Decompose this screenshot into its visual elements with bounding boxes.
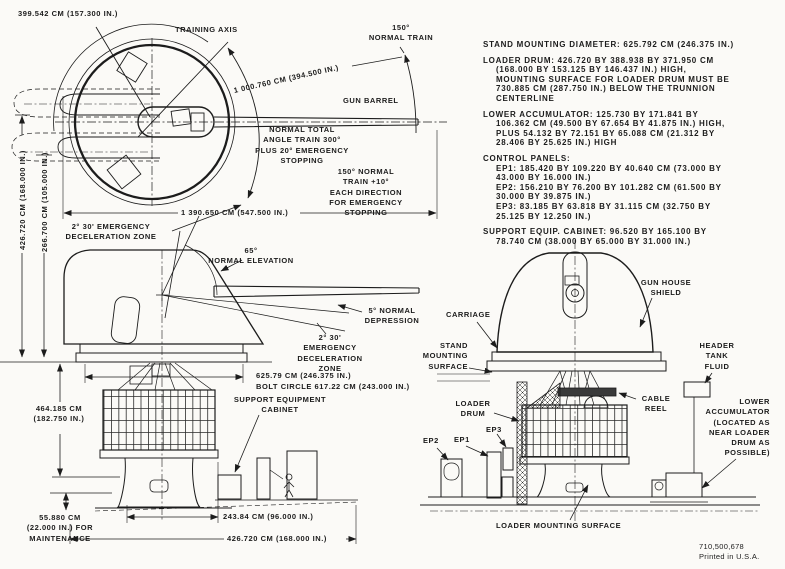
note-decel-zone-elevation: 2° 30' EMERGENCY DECELERATION ZONE <box>297 333 363 373</box>
spec-stand-mounting-diameter: STAND MOUNTING DIAMETER: 625.792 CM (246… <box>483 40 734 49</box>
dim-label-overall-width: 426.720 CM (168.000 IN.) <box>227 534 327 543</box>
dim-label-overall-length: 1 390.650 CM (547.500 IN.) <box>181 208 289 217</box>
callout-lower-accumulator: LOWER ACCUMULATOR (LOCATED AS NEAR LOADE… <box>705 397 770 458</box>
callout-ep1: EP1 <box>454 435 470 444</box>
note-normal-total-train: NORMAL TOTAL ANGLE TRAIN 300° PLUS 20° E… <box>255 125 349 165</box>
side-dimension-lines <box>50 363 357 544</box>
spec-support-equip-cabinet: SUPPORT EQUIP. CABINET: 96.520 BY 165.10… <box>483 227 707 246</box>
callout-gun-barrel: GUN BARREL <box>343 96 399 105</box>
printed-in-usa: Printed in U.S.A. <box>699 551 760 561</box>
note-train-emergency: 150° NORMAL TRAIN +10° EACH DIRECTION FO… <box>329 167 403 218</box>
callout-normal-elevation: 65° NORMAL ELEVATION <box>208 246 294 266</box>
dim-label-maintenance: 55.880 CM (22.000 IN.) FOR MAINTENANCE <box>26 513 94 543</box>
side-view-drawing <box>0 215 420 522</box>
callout-header-tank-fluid: HEADER TANK FLUID <box>699 341 735 371</box>
dim-label-stand-diameter: 625.79 CM (246.375 IN.) <box>256 371 352 380</box>
callout-loader-drum: LOADER DRUM <box>455 399 491 419</box>
spec-loader-drum: LOADER DRUM: 426.720 BY 388.938 BY 371.9… <box>483 55 730 103</box>
right-view-drawing <box>420 240 760 524</box>
callout-gun-house-shield: GUN HOUSE SHIELD <box>640 278 692 298</box>
callout-cable-reel: CABLE REEL <box>641 394 671 414</box>
spec-control-panels: CONTROL PANELS: EP1: 185.420 BY 109.220 … <box>483 153 722 221</box>
callout-ep2: EP2 <box>423 436 439 445</box>
callout-ep3: EP3 <box>486 425 502 434</box>
part-number: 710,500,678 <box>699 542 745 551</box>
plan-dimension-lines <box>15 96 438 358</box>
callout-carriage: CARRIAGE <box>446 310 491 319</box>
dim-label-height-total: 426.720 CM (168.000 IN.) <box>18 150 27 250</box>
callout-normal-train-150: 150° NORMAL TRAIN <box>368 23 434 43</box>
dim-label-height-trunnion: 266.700 CM (105.000 IN.) <box>40 152 49 252</box>
callout-loader-mounting-surface: LOADER MOUNTING SURFACE <box>496 521 622 530</box>
dim-label-base-width: 243.84 CM (96.000 IN.) <box>223 512 314 521</box>
spec-text-block: STAND MOUNTING DIAMETER: 625.792 CM (246… <box>483 40 785 252</box>
callout-stand-mounting-surface: STAND MOUNTING SURFACE <box>422 341 468 371</box>
callout-training-axis: TRAINING AXIS <box>175 25 238 34</box>
dim-label-swept-radius: 399.542 CM (157.300 IN.) <box>18 9 118 18</box>
spec-lower-accumulator: LOWER ACCUMULATOR: 125.730 BY 171.841 BY… <box>483 109 726 148</box>
note-decel-zone-plan: 2° 30' EMERGENCY DECELERATION ZONE <box>65 222 157 242</box>
footer-block: 710,500,678 Printed in U.S.A. <box>699 542 760 561</box>
dim-label-below-deck: 464.185 CM (182.750 IN.) <box>33 404 85 424</box>
callout-support-cabinet: SUPPORT EQUIPMENT CABINET <box>233 395 327 415</box>
callout-normal-depression: 5° NORMAL DEPRESSION <box>364 306 420 326</box>
plan-view-drawing <box>11 23 447 232</box>
dim-label-bolt-circle: BOLT CIRCLE 617.22 CM (243.000 IN.) <box>256 382 410 391</box>
